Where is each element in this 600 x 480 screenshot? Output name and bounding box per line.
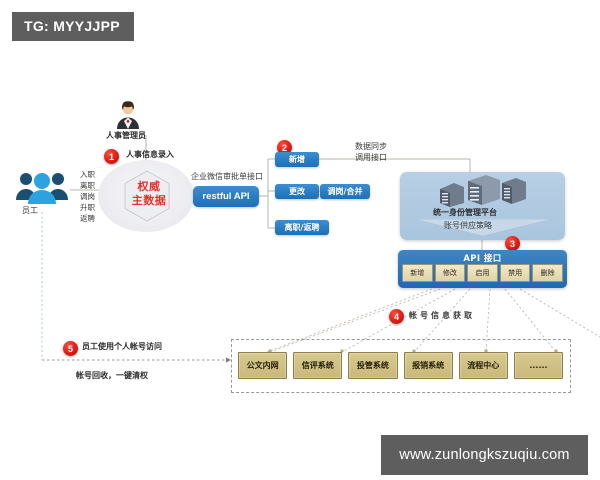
api-button-delete[interactable]: 删除 <box>532 264 563 282</box>
identity-platform-label: 统一身份管理平台 <box>433 208 497 217</box>
policy-chevron-shape <box>412 218 554 237</box>
api-button-row: 新增 修改 启用 禁用 删除 <box>402 264 563 282</box>
server-racks-icon <box>438 175 528 207</box>
api-button-add[interactable]: 新增 <box>402 264 433 282</box>
flow-label-1: 人事信息录入 <box>126 150 174 159</box>
systems-row: 公文内网 信评系统 投管系统 报销系统 流程中心 ...... <box>238 352 564 379</box>
people-group-icon <box>14 170 70 204</box>
data-sync-label: 数据同步调用接口 <box>355 142 387 162</box>
wechat-interface-label: 企业微信审批单接口 <box>191 172 263 181</box>
operation-leave[interactable]: 离职/返聘 <box>275 220 329 235</box>
flow-label-4: 帐号信息获取 <box>409 311 475 320</box>
employee-events-list: 入职离职调岗升职返聘 <box>80 170 95 223</box>
flow-label-5: 员工使用个人帐号访问 <box>82 342 162 351</box>
master-data-line1: 权威 <box>137 180 161 193</box>
api-button-modify[interactable]: 修改 <box>434 264 466 282</box>
api-button-enable[interactable]: 启用 <box>467 264 498 282</box>
system-box-gongwen[interactable]: 公文内网 <box>238 352 288 379</box>
operation-transfer[interactable]: 调岗/合并 <box>320 184 370 199</box>
api-panel-title: API 接口 <box>463 254 502 264</box>
restful-api-node[interactable]: restful API <box>193 186 259 207</box>
system-box-baoxiao[interactable]: 报销系统 <box>403 352 453 379</box>
tg-tag-badge: TG: MYYJJPP <box>12 12 134 41</box>
flow-badge-1: 1 <box>104 149 119 164</box>
flow-badge-5: 5 <box>63 341 78 356</box>
person-suit-icon <box>113 100 143 130</box>
hr-admin-label: 人事管理员 <box>106 131 146 140</box>
flow-badge-4: 4 <box>389 309 404 324</box>
flow-badge-2: 2 <box>277 140 292 155</box>
site-watermark: www.zunlongkszuqiu.com <box>381 435 588 475</box>
hexagon-shape-icon <box>123 170 171 222</box>
master-data-label: 权威 主数据 <box>121 180 177 208</box>
api-button-disable[interactable]: 禁用 <box>499 264 531 282</box>
account-recycle-note: 帐号回收，一键清权 <box>76 371 148 380</box>
employee-label: 员工 <box>22 206 38 215</box>
operation-modify[interactable]: 更改 <box>275 184 319 199</box>
account-policy-label: 账号供应策略 <box>444 221 492 230</box>
flow-badge-3: 3 <box>505 236 520 251</box>
master-data-line2: 主数据 <box>131 193 167 207</box>
operation-add[interactable]: 新增 <box>275 152 319 167</box>
systems-container <box>231 339 571 393</box>
system-box-xinping[interactable]: 信评系统 <box>293 352 343 379</box>
system-box-liucheng[interactable]: 流程中心 <box>458 352 508 379</box>
system-box-touguan[interactable]: 投管系统 <box>348 352 398 379</box>
system-box-more[interactable]: ...... <box>513 352 564 379</box>
